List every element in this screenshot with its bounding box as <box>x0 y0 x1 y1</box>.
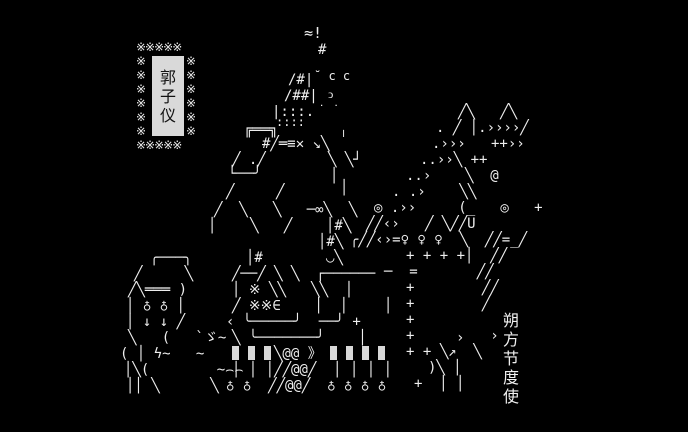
svg-text:)╲ │: )╲ │ <box>428 358 462 376</box>
plaque-border-left: ※ ※ ※ ※ ※ ※ <box>136 54 147 138</box>
svg-text:╱ .╱: ╱ .╱ <box>231 151 267 168</box>
svg-text:╱╲ ╱╲: ╱╲ ╱╲ <box>457 103 519 120</box>
armor-lower-art: ╱──╱ ╲ ╲ ┌────── │ ※ ╲╲ ╲╲ │ ╱ ※※∈ │ │ ‹… <box>226 265 376 346</box>
title-char-1: 朔 <box>502 311 519 330</box>
svg-text:˘ c c: ˘ c c <box>314 69 350 83</box>
name-plaque: ※※※※※ ※※※※※ ※ ※ ※ ※ ※ ※ ※ ※ ※ ※ ※ ※ 郭 子 … <box>136 40 200 152</box>
svg-text:◎ .›› (_ ◎ +: ◎ .›› (_ ◎ + <box>374 200 543 216</box>
plaque-char-2: 子 <box>159 86 176 106</box>
title-char-2: 方 <box>502 330 519 349</box>
svg-text:│ ※ ╲╲ ╲╲ │: │ ※ ╲╲ ╲╲ │ <box>232 280 353 298</box>
svg-text:˙ ˙: ˙ ˙ <box>318 103 340 117</box>
svg-text:+ ›: + › <box>406 328 499 344</box>
svg-text:│: │ <box>330 166 338 184</box>
svg-text:╱ ╲: ╱ ╲ <box>133 265 195 282</box>
svg-text:╱: ╱ <box>225 183 236 200</box>
plaque-char-3: 仪 <box>159 105 176 125</box>
svg-text:/#|: /#| <box>288 72 313 88</box>
svg-text:‹ ╰─────╯ ──╯ +: ‹ ╰─────╯ ──╯ + <box>226 313 361 330</box>
svg-text:╱: ╱ <box>275 183 286 200</box>
plaque-border-right: ※ ※ ※ ※ ※ ※ <box>186 54 197 138</box>
svg-text:╱ ╲ ╲ ─∞╲ ╲: ╱ ╲ ╲ ─∞╲ ╲ <box>213 201 359 218</box>
svg-text:╱╲═══ ): ╱╲═══ ) <box>127 281 187 298</box>
svg-text:─ = ╱╱: ─ = ╱╱ <box>383 263 495 280</box>
svg-text:╱──╱ ╲ ╲ ┌──────: ╱──╱ ╲ ╲ ┌────── <box>231 265 376 282</box>
svg-text:╲: ╲ <box>439 343 450 360</box>
svg-text:( │ ϟ~ ~: ( │ ϟ~ ~ <box>120 344 204 362</box>
svg-text:│#: │# <box>246 248 263 266</box>
svg-text:◡╲: ◡╲ <box>326 249 344 266</box>
arm-detail-art: │ › ╲ <box>384 296 464 360</box>
svg-text:♁ ♁ ╱╱@@╱ ♁ ♁ ♁ ♁: ♁ ♁ ╱╱@@╱ ♁ ♁ ♁ ♁ <box>226 377 386 394</box>
svg-text:|:::.: |:::. <box>272 104 314 120</box>
title-char-4: 度 <box>502 368 519 387</box>
svg-text:││ ╲ ╲: ││ ╲ ╲ <box>126 376 220 394</box>
svg-text:╱ ※※∈ │ │: ╱ ※※∈ │ │ <box>231 296 348 314</box>
svg-text:/##|: /##| <box>284 88 318 104</box>
svg-text:..› ╲ @: ..› ╲ @ <box>406 167 499 184</box>
svg-text:ↄ: ↄ <box>328 87 333 101</box>
svg-text:╲ ( `ゞ~: ╲ ( `ゞ~ <box>127 329 226 346</box>
armor-upper-art: ╔══╗ ╷ #╱═≡✕ ↘╲ ╱ .╱ ╲ ╲┘ └──╯ │ │ ╱ ╱ ╱… <box>208 122 362 266</box>
svg-text:›: › <box>456 330 464 346</box>
svg-text:+ + + +│ ╱╱: + + + +│ ╱╱ <box>406 246 509 264</box>
plaque-border-top: ※※※※※ <box>136 40 182 54</box>
svg-text:╲ ╰───────╯ │: ╲ ╰───────╯ │ <box>231 328 367 346</box>
plaque-border-bottom: ※※※※※ <box>136 138 182 152</box>
svg-text:╷: ╷ <box>340 123 347 137</box>
svg-text:+ ╱: + ╱ <box>406 295 492 312</box>
svg-text:.››› ++››: .››› ++›› <box>432 136 525 152</box>
vertical-title: 朔 方 节 度 使 <box>500 311 522 406</box>
svg-text:│: │ <box>384 296 392 314</box>
flag-pole-hash: # <box>318 42 327 58</box>
helmet-art: /#| ˘ c c /##| ↄ |:::. ˙ ˙ :::: <box>272 69 350 129</box>
flag-top-text: ≈! <box>304 24 322 42</box>
armor-skirt-art: ╲@@ 》 │ │ │╱╱@@╱ │ │ │ │ ♁ ♁ ╱╱@@╱ ♁ ♁ ♁… <box>226 345 392 394</box>
svg-text:╲ ╲┘: ╲ ╲┘ <box>327 151 362 168</box>
title-char-5: 使 <box>502 387 519 406</box>
svg-text:╲@@ 》: ╲@@ 》 <box>273 345 322 362</box>
plaque-char-1: 郭 <box>159 67 176 87</box>
svg-text:╭───╮: ╭───╮ <box>150 250 192 266</box>
svg-text:╭╱╱‹›=♀ ♀ ♀ ╲ ╱╱=_╱: ╭╱╱‹›=♀ ♀ ♀ ╲ ╱╱=_╱ <box>350 231 529 248</box>
svg-text:│ ↓ ↓ ╱: │ ↓ ↓ ╱ <box>126 312 187 330</box>
svg-text:│ ♁ ♁ │: │ ♁ ♁ │ <box>126 296 185 314</box>
svg-text:│: │ <box>340 178 348 196</box>
svg-text:│ ╲ ╱ │#╲: │ ╲ ╱ │#╲ <box>208 216 353 234</box>
svg-text:..››╲ ++: ..››╲ ++ <box>420 151 487 168</box>
svg-text:#╱═≡✕ ↘╲: #╱═≡✕ ↘╲ <box>262 135 331 152</box>
title-char-3: 节 <box>502 349 519 368</box>
svg-text:+: + <box>406 312 414 328</box>
svg-text:│╲( ~⌢⌢: │╲( ~⌢⌢ <box>124 360 244 378</box>
svg-text:╔══╗: ╔══╗ <box>244 122 278 138</box>
plaque-name-box: 郭 子 仪 <box>152 56 184 136</box>
svg-text:│ │ │╱╱@@╱ │ │ │ │: │ │ │╱╱@@╱ │ │ │ │ <box>232 360 392 378</box>
svg-text:+ ╱╱: + ╱╱ <box>406 279 500 296</box>
svg-text:└──╯: └──╯ <box>228 165 262 182</box>
weapon-art: ╱╲ ╱╲ . ╱ │.››››╱ .››› ++›› ..››╲ ++ ..›… <box>350 103 543 392</box>
svg-text:. ╱ │.››››╱: . ╱ │.››››╱ <box>436 118 530 136</box>
svg-text:. .› ╲╲: . .› ╲╲ <box>392 183 478 200</box>
svg-text:+ │ │: + │ │ <box>414 374 465 392</box>
svg-text:╱╱‹› ╱ ╲╱╱U: ╱╱‹› ╱ ╲╱╱U <box>365 215 476 232</box>
horse-art: ╭───╮ ╱ ╲ ╱╲═══ ) │ ♁ ♁ │ │ ↓ ↓ ╱ ╲ ( `ゞ… <box>120 250 244 394</box>
svg-text:::::: :::: <box>276 115 305 129</box>
svg-text:+ + ↗ ╲: + + ↗ ╲ <box>406 343 483 360</box>
svg-text:│#╲: │#╲ <box>318 232 345 250</box>
